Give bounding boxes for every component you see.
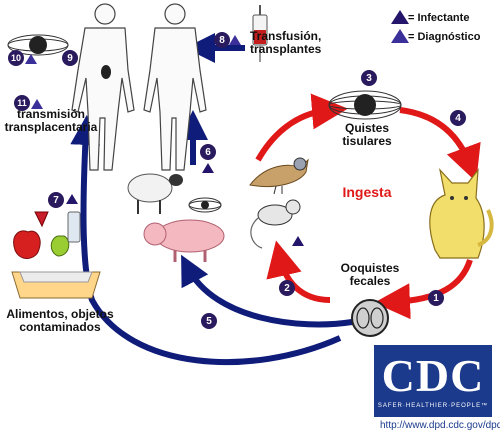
oocyst-icon bbox=[351, 299, 389, 337]
legend-infective-icon bbox=[391, 10, 409, 24]
source-url[interactable]: http://www.dpd.cdc.gov/dpdx bbox=[380, 420, 500, 431]
step-number: 4 bbox=[455, 113, 461, 124]
step-number: 9 bbox=[67, 53, 73, 64]
human-figure-left bbox=[71, 3, 135, 171]
cdc-logo-text: CDC bbox=[381, 350, 485, 401]
step-number: 8 bbox=[219, 35, 225, 46]
step-number: 2 bbox=[284, 283, 290, 294]
label-tissue-cysts: Quistes tisulares bbox=[342, 121, 392, 148]
step-number: 5 bbox=[206, 316, 212, 327]
sheep-icon bbox=[127, 173, 183, 214]
label-ingestion: Ingesta bbox=[342, 184, 392, 200]
diagnostic-marker-icon bbox=[25, 54, 37, 64]
diagnostic-marker-icon bbox=[31, 99, 43, 109]
step-number: 11 bbox=[17, 98, 27, 108]
arrow-step-3 bbox=[255, 93, 348, 162]
blood-bag-icon bbox=[252, 5, 268, 62]
arrow-step-1 bbox=[374, 258, 473, 320]
legend-diagnostic-icon bbox=[391, 29, 409, 43]
bird-icon bbox=[249, 157, 309, 195]
legend-infective: = Infectante bbox=[408, 12, 470, 24]
infective-marker-icon bbox=[202, 163, 214, 173]
infective-marker-icon bbox=[66, 194, 78, 204]
label-oocysts: Ooquistes fecales bbox=[340, 261, 400, 288]
infective-marker-icon bbox=[292, 236, 304, 246]
step-circles bbox=[8, 32, 466, 329]
litter-box-icon bbox=[11, 271, 101, 299]
step-number: 1 bbox=[433, 293, 439, 304]
fetus-icon bbox=[101, 65, 111, 79]
label-food: Alimentos, objetos contaminados bbox=[6, 307, 114, 334]
fruits-icon bbox=[13, 211, 81, 259]
mouse-icon bbox=[250, 199, 301, 249]
cdc-logo: CDC SAFER·HEALTHIER·PEOPLE™ bbox=[374, 345, 492, 417]
tissue-cyst-small-icon bbox=[7, 34, 69, 56]
step-number: 10 bbox=[10, 53, 21, 63]
cdc-logo-tagline: SAFER·HEALTHIER·PEOPLE™ bbox=[377, 403, 489, 409]
arrow-to-human bbox=[70, 115, 342, 366]
step-number: 6 bbox=[205, 147, 211, 158]
arrow-step-2 bbox=[266, 240, 331, 303]
tissue-cyst-sheep-icon bbox=[188, 197, 222, 213]
label-transfusion: Transfusión, transplantes bbox=[250, 29, 322, 56]
pig-icon bbox=[143, 219, 225, 262]
legend-diagnostic: = Diagnóstico bbox=[408, 31, 481, 43]
tissue-cyst-icon bbox=[328, 90, 402, 120]
step-number: 3 bbox=[366, 73, 372, 84]
arrow-step-5 bbox=[181, 254, 353, 328]
human-figure-right bbox=[143, 3, 207, 171]
arrow-step-4 bbox=[399, 107, 481, 182]
label-transplacental: transmisión transplacentaria bbox=[4, 107, 98, 134]
diagnostic-marker-icon bbox=[229, 35, 241, 45]
cat-icon bbox=[429, 168, 494, 259]
step-number: 7 bbox=[53, 195, 59, 206]
